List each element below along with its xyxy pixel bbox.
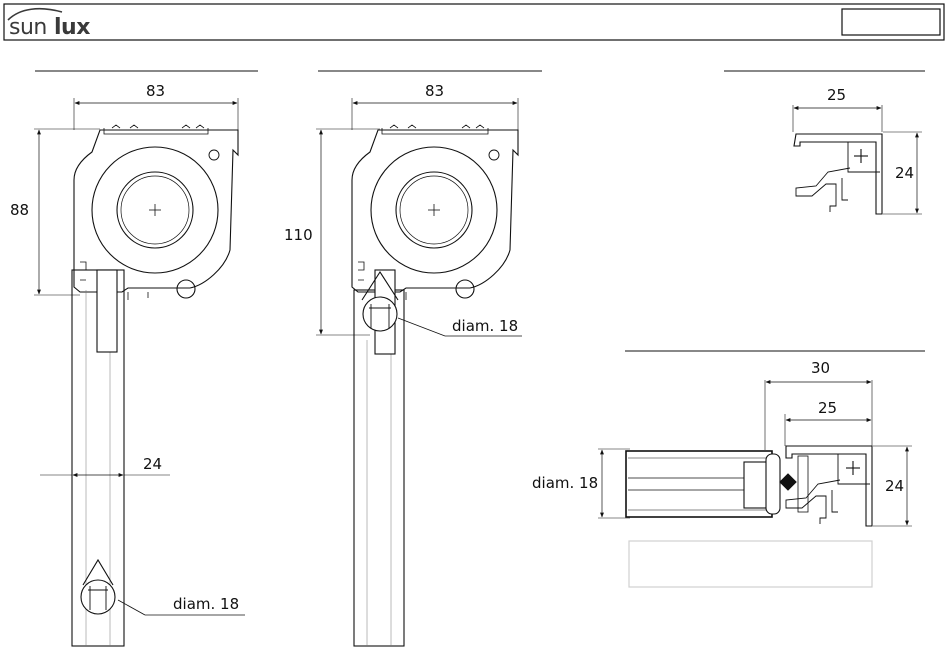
- bottom-right-cord-label: diam. 18: [532, 474, 598, 492]
- left-width-label: 83: [146, 82, 165, 100]
- left-slat-label: 24: [143, 455, 162, 473]
- middle-headrail-view: [316, 71, 542, 646]
- left-headrail-view: [34, 71, 258, 646]
- bottom-right-height-label: 24: [885, 477, 904, 495]
- logo-text-left: sun: [9, 15, 47, 40]
- empty-caption-box: [629, 541, 872, 587]
- bottom-right-section-view: [598, 351, 925, 526]
- left-height-label: 88: [10, 201, 29, 219]
- middle-height-label: 110: [284, 226, 313, 244]
- middle-cord-label: diam. 18: [452, 317, 518, 335]
- top-right-profile-view: [724, 71, 925, 214]
- header-frame: [4, 4, 944, 40]
- bottom-right-inner-width-label: 25: [818, 399, 837, 417]
- top-right-width-label: 25: [827, 86, 846, 104]
- sunlux-logo: sun lux: [8, 9, 90, 40]
- title-block-box: [842, 9, 940, 35]
- bottom-right-outer-width-label: 30: [811, 359, 830, 377]
- logo-text-right: lux: [54, 15, 90, 40]
- top-right-height-label: 24: [895, 164, 914, 182]
- middle-width-label: 83: [425, 82, 444, 100]
- left-cord-label: diam. 18: [173, 595, 239, 613]
